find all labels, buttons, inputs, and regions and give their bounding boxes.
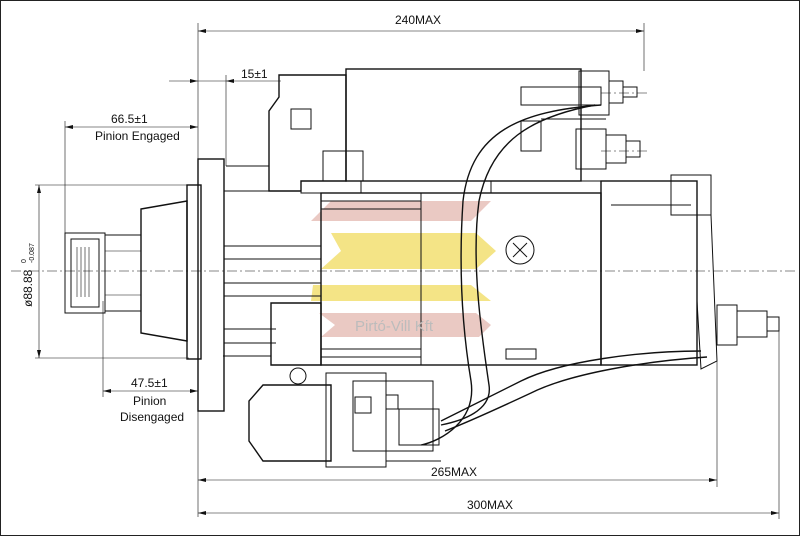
dim-66-label: 66.5±1: [111, 112, 148, 126]
pinion-disengaged-label-2: Disengaged: [120, 410, 184, 424]
watermark-logo: [311, 201, 496, 337]
rear-bracket: [600, 174, 780, 370]
watermark-stripe-red-top: [311, 201, 491, 221]
screw-icon: [505, 235, 535, 265]
diameter-main-label: ø88.88: [21, 269, 35, 307]
diameter-tol-upper: 0: [21, 259, 28, 263]
dim-240-label: 240MAX: [395, 13, 441, 27]
diameter-label: ø88.88 0 -0.087: [21, 243, 36, 307]
watermark-stripe-red-bottom: [319, 313, 491, 337]
watermark-stripe-yellow: [321, 233, 496, 269]
pinion-disengaged-label-1: Pinion: [133, 394, 166, 408]
dimension-lines: [35, 23, 780, 519]
cables: [420, 104, 708, 446]
diameter-tol-lower: -0.087: [29, 243, 36, 263]
nose-housing: [140, 158, 321, 412]
lower-connector: [223, 302, 441, 468]
dim-265-label: 265MAX: [431, 465, 477, 479]
solenoid: [226, 68, 641, 194]
dim-47-label: 47.5±1: [131, 376, 168, 390]
dim-300-label: 300MAX: [467, 498, 513, 512]
watermark-text: Pirtó-Vill Kft: [355, 318, 434, 335]
dim-15-label: 15±1: [241, 67, 268, 81]
pinion-engaged-label: Pinion Engaged: [95, 129, 180, 143]
watermark-stripe-yellow-2: [311, 285, 491, 301]
